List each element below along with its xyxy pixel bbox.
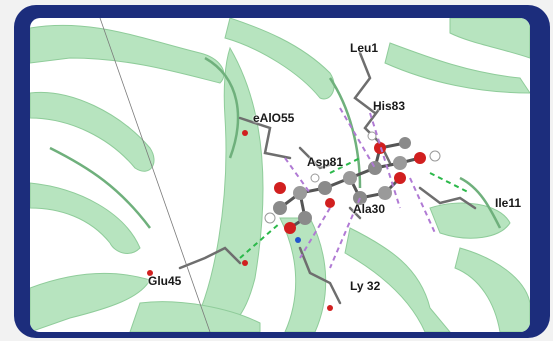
stick-ala30: [348, 206, 362, 220]
residue-atoms: [147, 130, 333, 311]
ribbon-bottom-center: [129, 301, 261, 332]
loop-4: [459, 176, 502, 229]
interaction-line-5: [409, 177, 436, 234]
loop-2: [49, 146, 151, 229]
ribbon-right-strand: [344, 227, 451, 332]
ribbon-top-right: [449, 18, 530, 59]
stick-asp81: [298, 146, 337, 170]
hbond-line-2: [429, 172, 471, 194]
diagonal-line: [99, 18, 211, 332]
label-overlap: eAlO55: [253, 111, 295, 125]
ribbon-upper-right: [384, 42, 530, 94]
interaction-line-6: [284, 157, 311, 194]
stick-leu: [353, 51, 377, 115]
ribbon-right-loop: [429, 202, 511, 239]
ribbon-center-sheet: [189, 46, 264, 332]
ribbon-bottom-left: [30, 272, 151, 332]
ribbon-left-band: [30, 91, 155, 172]
loop-1: [204, 56, 240, 159]
label-lys32: Ly 32: [350, 279, 381, 293]
stick-ala155: [238, 116, 292, 160]
ligand-atoms: [264, 131, 441, 234]
ribbon-top-left: [30, 24, 225, 84]
interaction-line-2: [369, 112, 401, 209]
ribbon-left-lower: [30, 182, 141, 254]
label-asp81: Asp81: [307, 155, 344, 169]
ribbon-center-sheet-2: [279, 217, 327, 332]
label-ala30: Ala30: [353, 202, 386, 216]
label-leu: Leu1: [350, 41, 379, 55]
ribbon-right-lower: [454, 247, 530, 332]
docking-image-panel: Leu1 His83 eAlO55 Asp81 Ala30 Ile11 Glu4…: [30, 18, 530, 332]
protein-ribbon-render: [30, 18, 530, 332]
stick-lys32: [298, 246, 342, 305]
stick-glu45: [178, 246, 242, 270]
label-glu45: Glu45: [148, 274, 182, 288]
ribbon-top-center: [224, 18, 335, 100]
label-his83: His83: [373, 99, 406, 113]
interaction-line-1: [339, 107, 376, 169]
hbond-line-3: [329, 157, 361, 174]
stick-ile11: [418, 186, 477, 210]
label-ile11: Ile11: [495, 196, 522, 210]
interaction-line-3: [299, 207, 331, 259]
interaction-line-4: [329, 197, 361, 269]
